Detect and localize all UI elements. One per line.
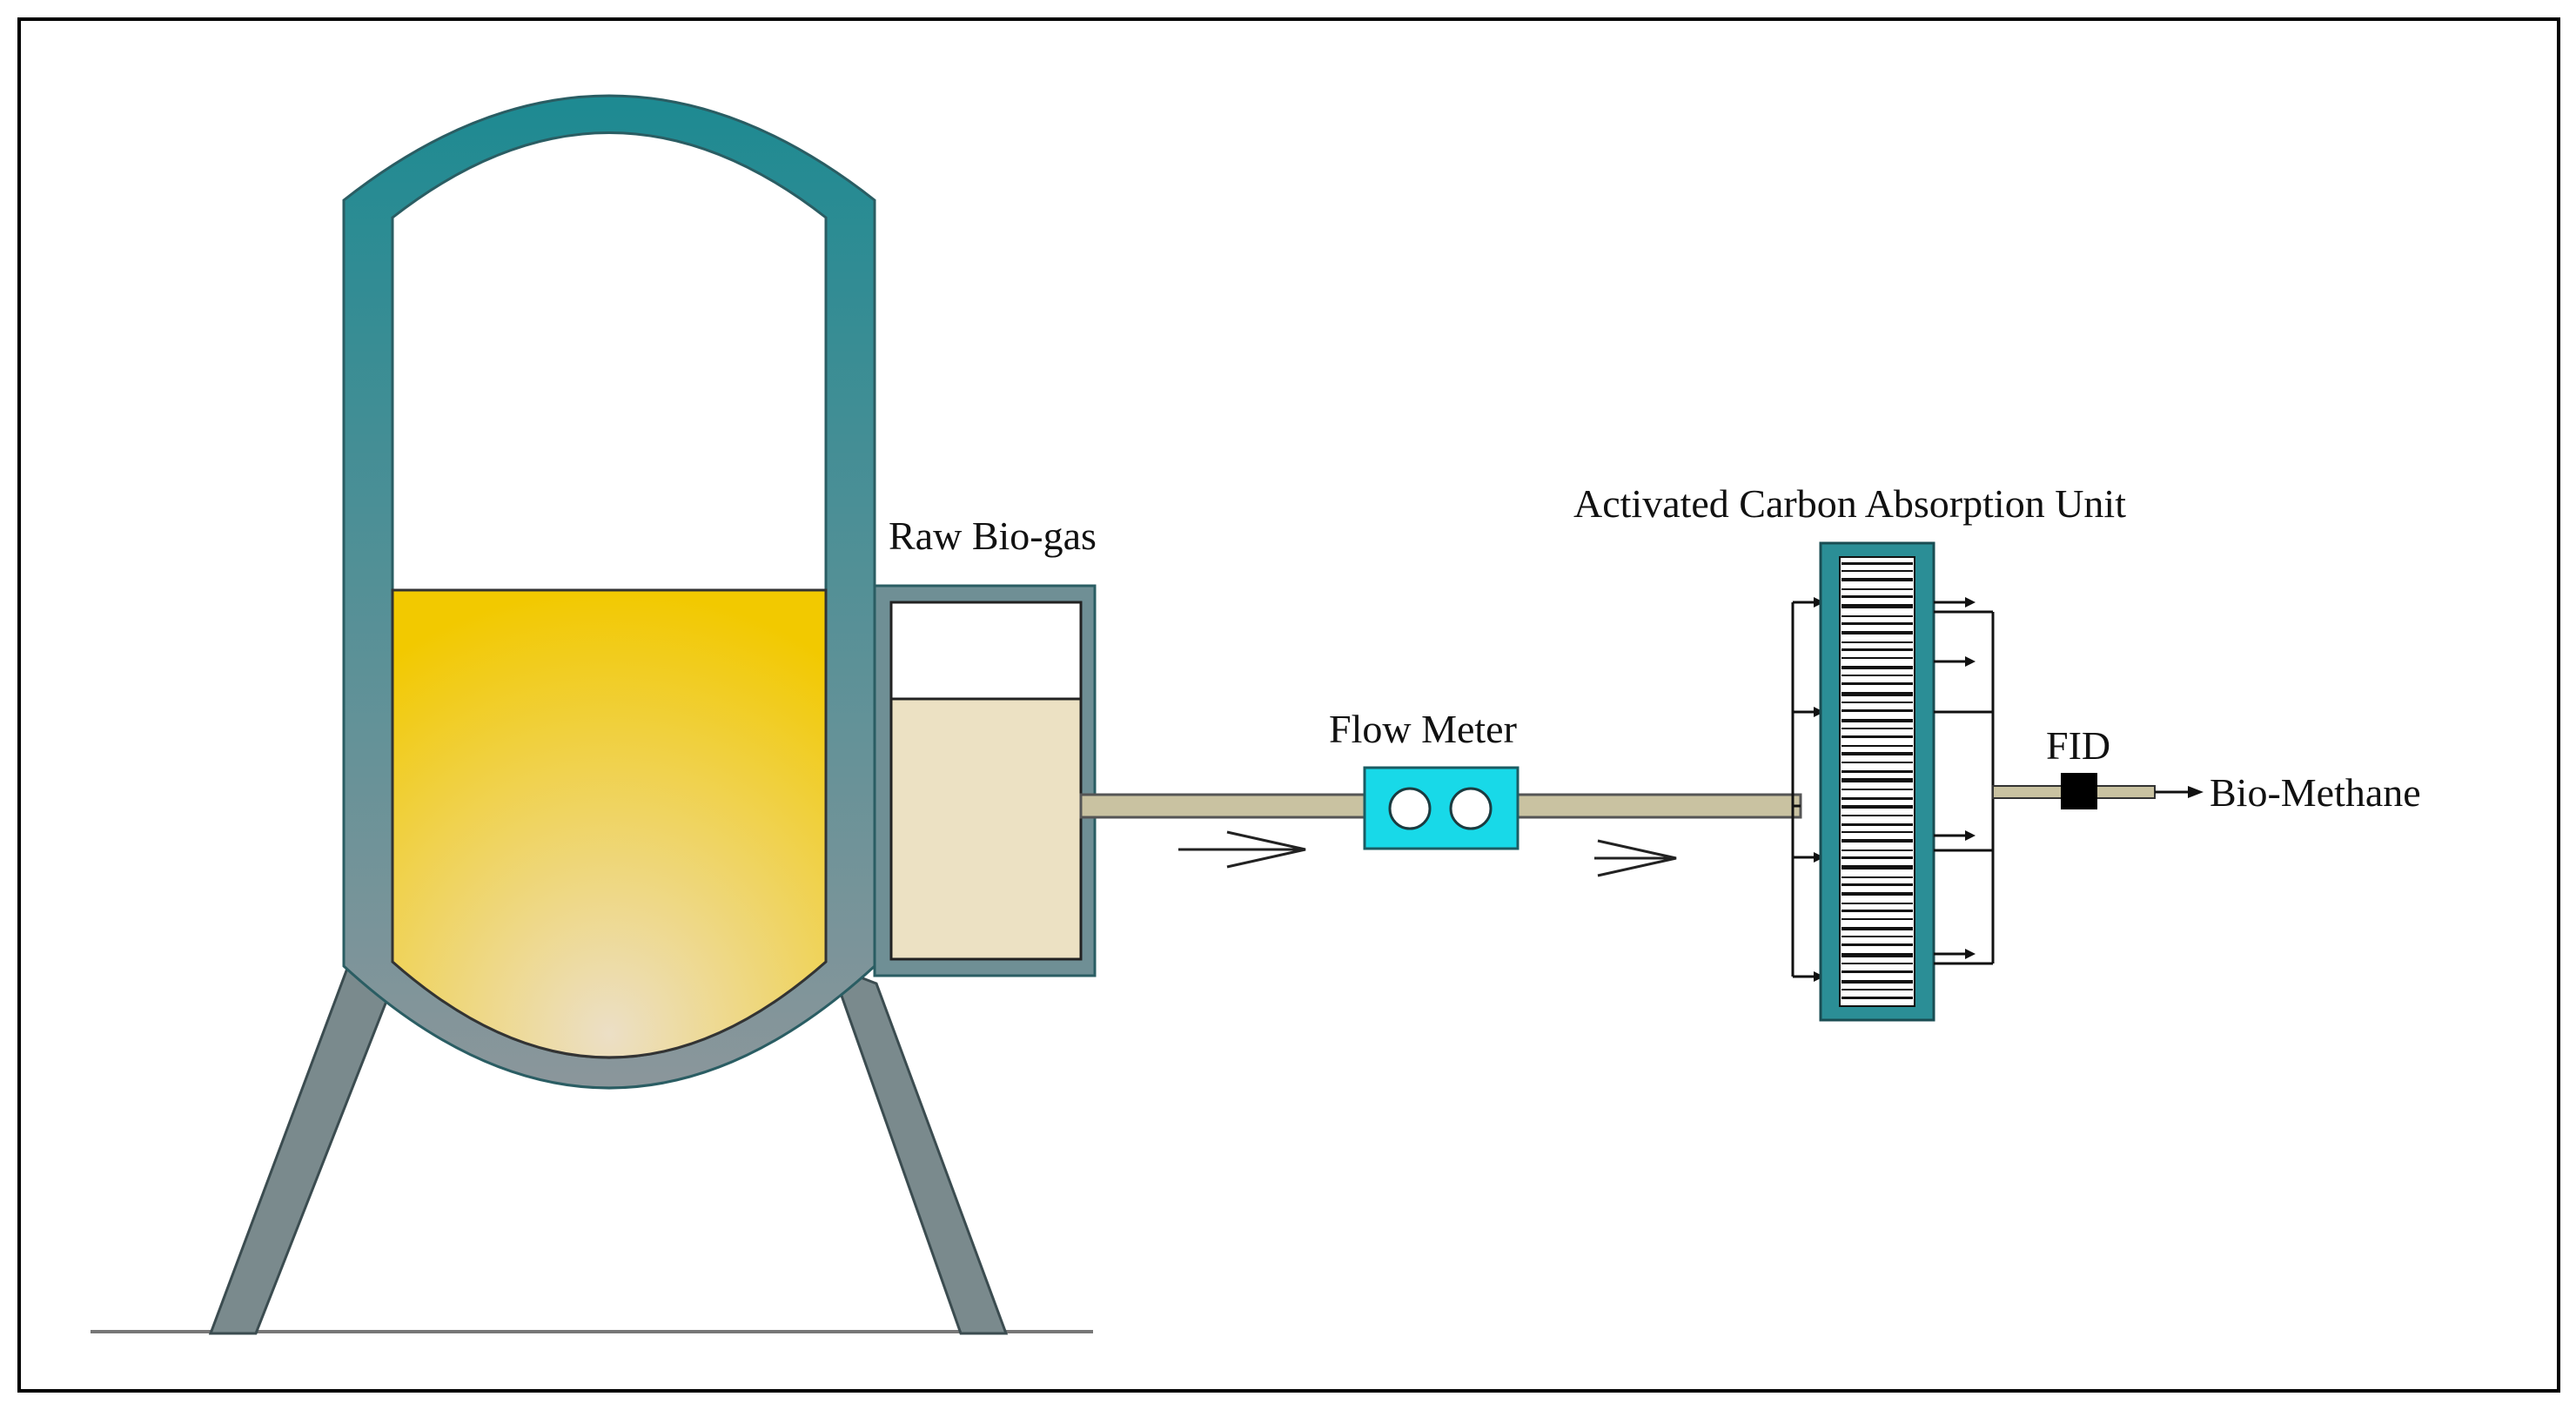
carbon-stripe — [1841, 595, 1913, 598]
carbon-stripe — [1841, 903, 1913, 904]
carbon-stripe — [1841, 963, 1913, 964]
carbon-stripe — [1841, 578, 1913, 581]
carbon-stripe — [1841, 692, 1913, 696]
pipe-tank-to-flowmeter — [1079, 793, 1366, 819]
flow-meter-gauge-left — [1388, 787, 1432, 830]
outlet-manifold — [1934, 601, 1995, 965]
carbon-stripe — [1841, 622, 1913, 625]
pipe-flowmeter-to-column — [1516, 793, 1802, 819]
carbon-stripe — [1841, 641, 1913, 643]
fid-sensor — [2061, 773, 2097, 809]
carbon-stripe — [1841, 839, 1913, 843]
outlet-arrowhead — [2188, 786, 2204, 798]
digester-slurry — [391, 588, 828, 1059]
bio-methane-label: Bio-Methane — [2210, 770, 2421, 815]
carbon-stripe — [1841, 762, 1913, 763]
carbon-stripe — [1841, 970, 1913, 973]
flow-meter-gauge-right — [1449, 787, 1493, 830]
carbon-stripe — [1841, 997, 1913, 999]
carbon-stripe — [1841, 570, 1913, 572]
carbon-stripe — [1841, 631, 1913, 634]
carbon-stripe — [1841, 682, 1913, 685]
carbon-stripe — [1841, 856, 1913, 859]
carbon-stripe — [1841, 657, 1913, 659]
carbon-stripe — [1841, 883, 1913, 886]
carbon-stripe — [1841, 936, 1913, 937]
carbon-stripe — [1841, 910, 1913, 912]
carbon-stripe — [1841, 815, 1913, 816]
carbon-stripe — [1841, 728, 1913, 729]
carbon-stripe — [1841, 778, 1913, 782]
carbon-stripe — [1841, 588, 1913, 590]
carbon-stripe — [1841, 892, 1913, 896]
carbon-stripe — [1841, 709, 1913, 712]
fid-label: FID — [2046, 723, 2111, 768]
carbon-stripe — [1841, 675, 1913, 676]
carbon-stripe — [1841, 876, 1913, 878]
flow-arrow-2 — [1594, 839, 1677, 877]
outlet-arrowheads — [1965, 597, 1976, 959]
carbon-stripe — [1841, 805, 1913, 809]
carbon-stripe — [1841, 770, 1913, 773]
inlet-arrowheads — [1814, 597, 1824, 982]
carbon-stripe — [1841, 702, 1913, 703]
flow-meter — [1363, 766, 1519, 850]
carbon-stripe — [1841, 615, 1913, 617]
carbon-stripe — [1841, 989, 1913, 990]
carbon-stripe — [1841, 980, 1913, 984]
carbon-stripe — [1841, 918, 1913, 920]
carbon-stripe — [1841, 865, 1913, 870]
carbon-stripe — [1841, 666, 1913, 669]
carbon-stripe — [1841, 943, 1913, 946]
raw-biogas-tank-fill — [889, 697, 1083, 961]
carbon-stripe — [1841, 745, 1913, 747]
carbon-stripe — [1841, 797, 1913, 800]
carbon-stripe — [1841, 562, 1913, 565]
carbon-stripe — [1841, 752, 1913, 755]
absorption-unit-label: Activated Carbon Absorption Unit — [1573, 481, 2126, 526]
flow-arrow-1 — [1178, 830, 1306, 869]
carbon-stripe — [1841, 927, 1913, 930]
raw-biogas-label: Raw Bio-gas — [889, 514, 1097, 558]
carbon-bed-stripes — [1841, 562, 1913, 999]
carbon-stripe — [1841, 831, 1913, 833]
carbon-stripe — [1841, 719, 1913, 722]
carbon-stripe — [1841, 953, 1913, 957]
carbon-stripe — [1841, 849, 1913, 851]
carbon-stripe — [1841, 789, 1913, 790]
carbon-stripe — [1841, 823, 1913, 826]
carbon-stripe — [1841, 604, 1913, 608]
carbon-stripe — [1841, 648, 1913, 651]
flow-meter-label: Flow Meter — [1329, 707, 1517, 751]
carbon-stripe — [1841, 735, 1913, 738]
